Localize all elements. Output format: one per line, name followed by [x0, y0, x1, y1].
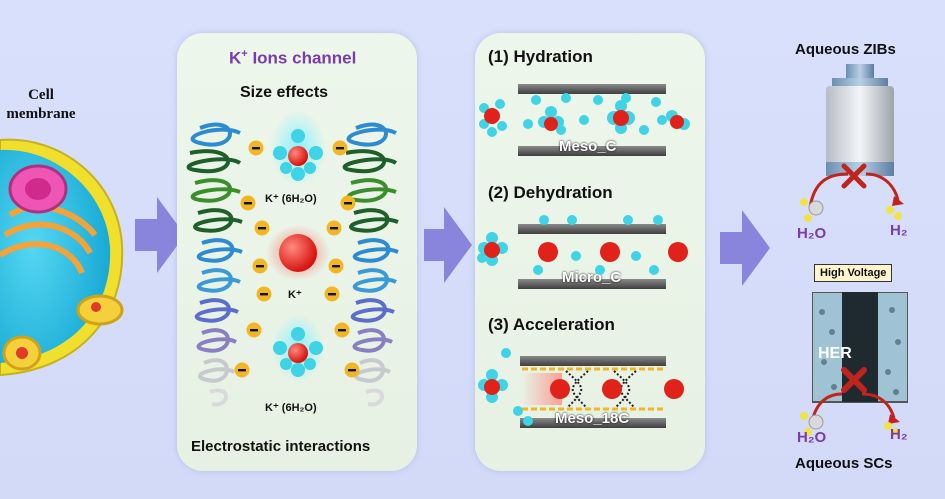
- meso-c-top-plate: [518, 84, 666, 94]
- dehydration-illustration: [477, 215, 688, 275]
- meso-c-bottom-plate: [518, 146, 666, 156]
- meso-18c-label: Meso_18C: [555, 410, 630, 427]
- step-hydration-title: (1) Hydration: [488, 47, 593, 66]
- zib-battery-illustration: [826, 64, 894, 176]
- step-acceleration-title: (3) Acceleration: [488, 315, 615, 334]
- hydration-illustration: [479, 93, 690, 137]
- micro-c-top-plate: [518, 224, 666, 234]
- title-k: K: [229, 48, 242, 68]
- cell-label-line2: membrane: [6, 106, 76, 122]
- meso-18c-top-plate: [520, 356, 666, 366]
- h2-label-top: H₂: [890, 222, 908, 239]
- cell-label-line1: Cell: [28, 87, 54, 103]
- h2-label-bottom: H₂: [890, 426, 908, 443]
- aqueous-scs-title: Aqueous SCs: [795, 455, 893, 472]
- ion-label-mid: K⁺: [288, 289, 302, 301]
- flow-arrow-2: [424, 207, 472, 283]
- flow-arrow-3: [720, 210, 770, 286]
- flow-arrow-1: [135, 197, 185, 273]
- cell-membrane-illustration: [0, 138, 124, 377]
- acceleration-illustration: [478, 348, 684, 426]
- zib-reaction-illustration: [800, 163, 904, 222]
- process-panel: [475, 33, 705, 471]
- ion-label-top: K⁺ (6H₂O): [265, 193, 317, 205]
- size-effects-label: Size effects: [240, 84, 329, 101]
- meso-18c-bottom-plate: [520, 418, 666, 428]
- micro-c-label: Micro_C: [562, 269, 622, 286]
- ion-channel-illustration: [186, 110, 399, 407]
- micro-c-bottom-plate: [518, 279, 666, 289]
- meso-c-label: Meso_C: [559, 138, 617, 155]
- aqueous-zibs-title: Aqueous ZIBs: [795, 41, 896, 58]
- h2o-label-top: H₂O: [797, 225, 827, 242]
- cell-membrane-label: Cell membrane: [6, 86, 76, 124]
- sc-reaction-illustration: [800, 392, 900, 436]
- step-dehydration-title: (2) Dehydration: [488, 183, 613, 202]
- high-voltage-badge: High Voltage: [814, 264, 893, 282]
- title-suffix: Ions channel: [247, 48, 357, 68]
- her-label: HER: [818, 345, 852, 362]
- ion-channel-title: K+ Ions channel: [229, 48, 356, 69]
- title-plus: +: [241, 48, 248, 60]
- electrostatic-label: Electrostatic interactions: [191, 438, 371, 455]
- ion-label-bottom: K⁺ (6H₂O): [265, 402, 317, 414]
- sc-device-illustration: [812, 292, 908, 403]
- h2o-label-bottom: H₂O: [797, 429, 827, 446]
